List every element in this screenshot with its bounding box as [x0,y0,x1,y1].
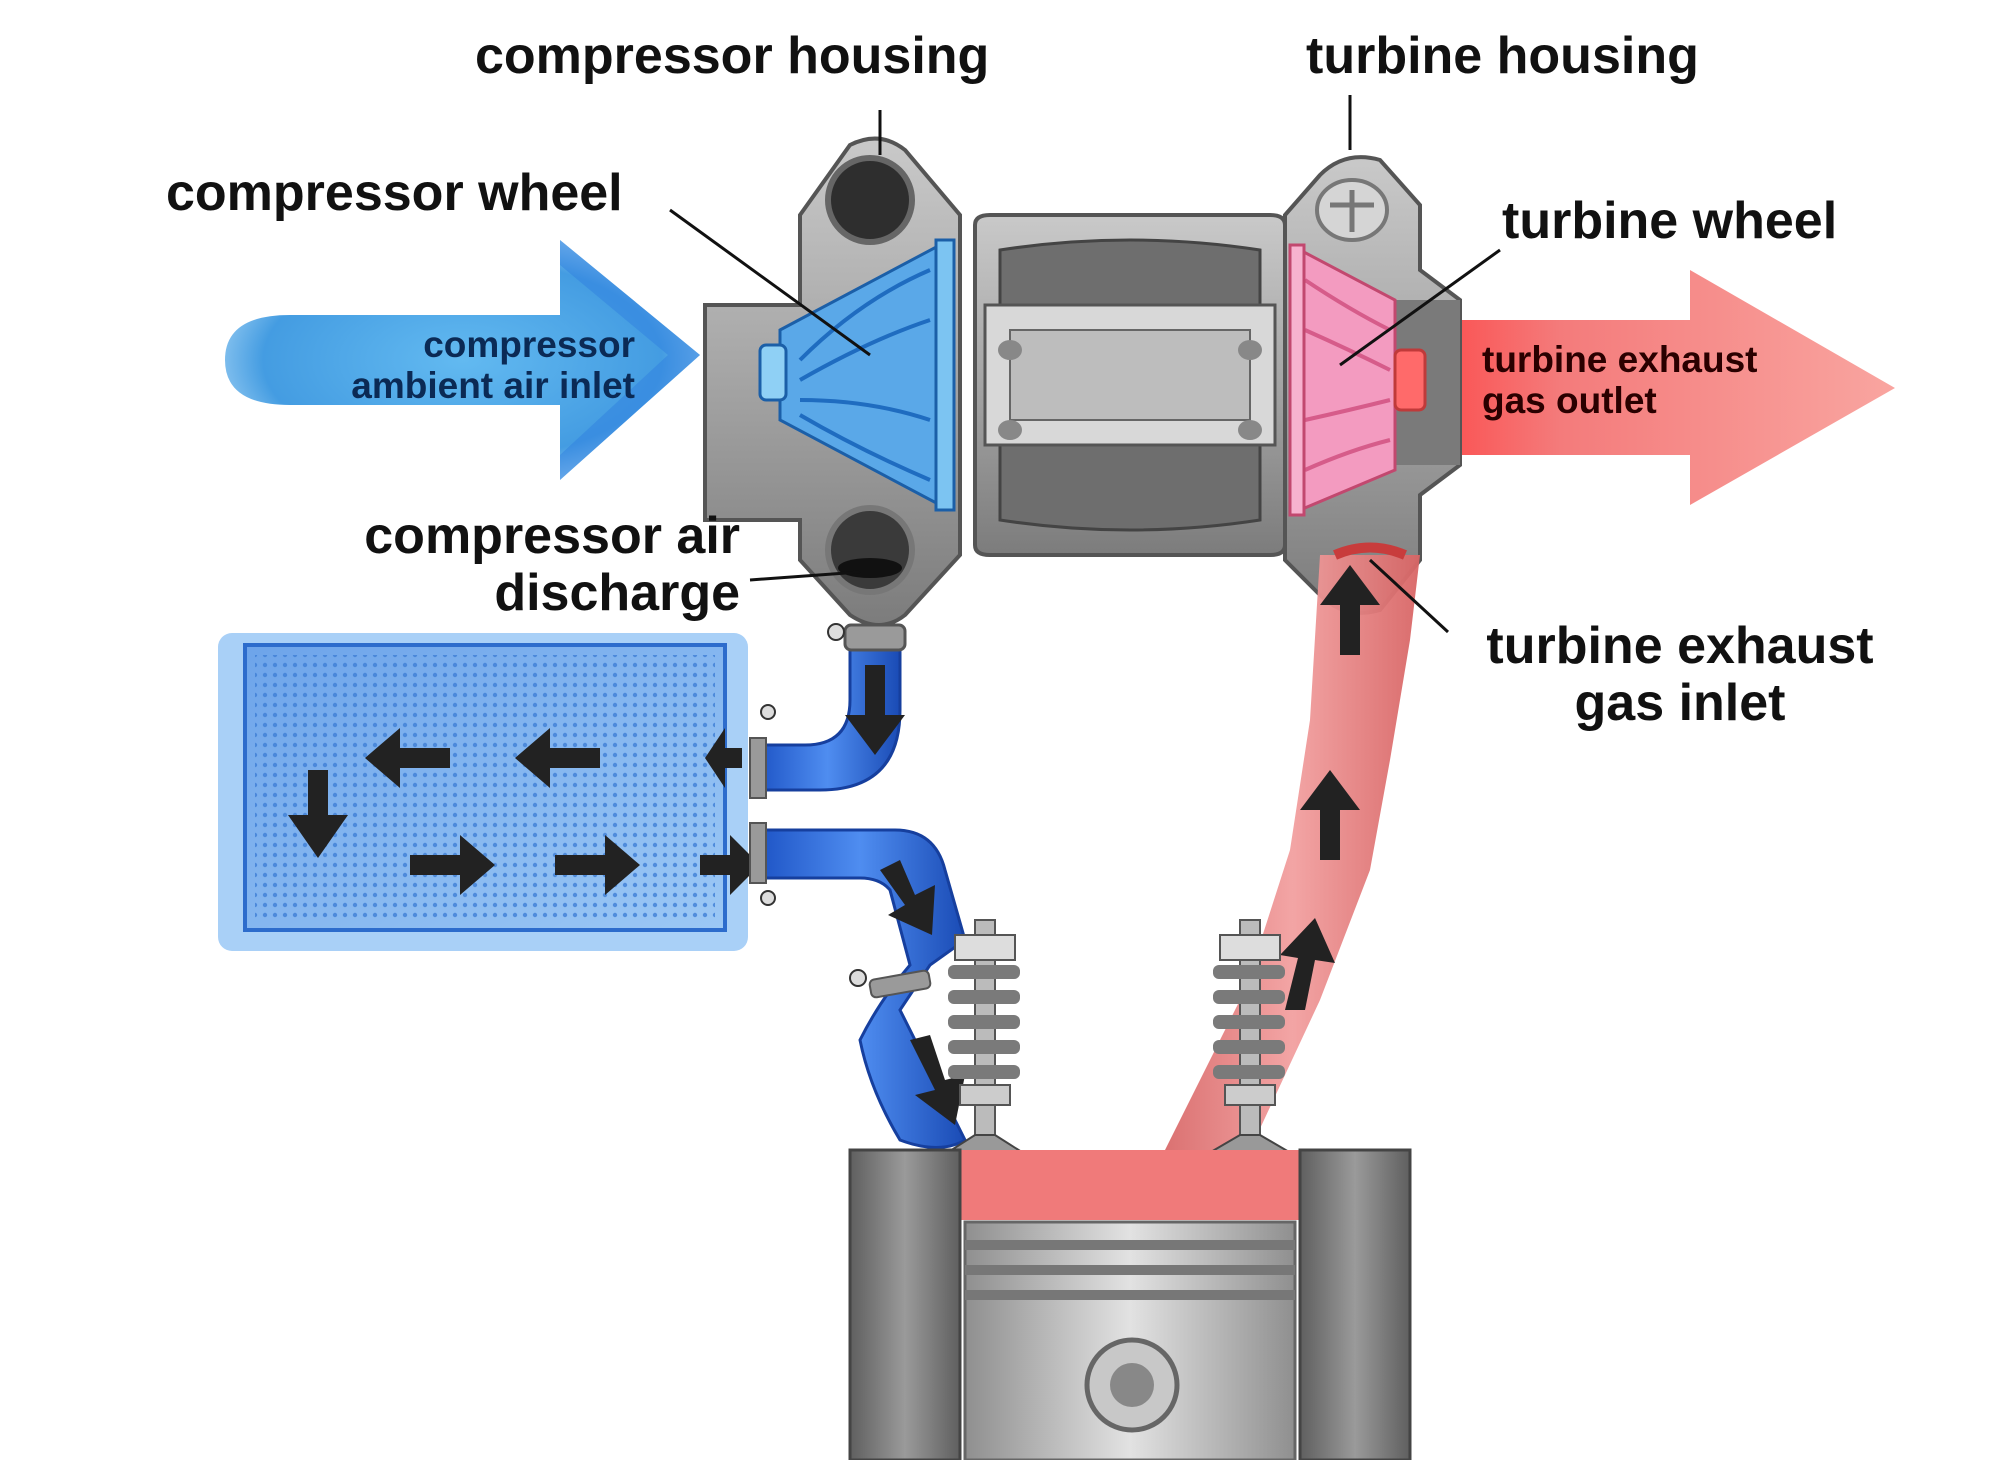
turbine-wheel [1288,243,1427,517]
bearing-housing [973,213,1287,557]
leader-lines [669,95,1501,634]
label-turbine-exhaust-gas-inlet-line1: turbine exhaust [1486,617,1874,675]
piston [963,1220,1297,1460]
label-compressor-housing: compressor housing [475,27,990,85]
label-exhaust-gas-outlet: turbine exhaust gas outlet [1482,339,1758,421]
label-turbine-housing: turbine housing [1306,27,1699,85]
label-turbine-wheel: turbine wheel [1502,192,1838,250]
exhaust-valve [1176,919,1324,1177]
label-compressor-air-discharge-line1: compressor air [364,507,740,565]
label-compressor-air-discharge: compressor air discharge [300,507,740,623]
label-ambient-air-inlet-line1: compressor [423,324,635,365]
label-compressor-wheel: compressor wheel [166,164,623,222]
compressor-discharge-pipe [749,623,907,799]
compressor-wheel [758,238,956,512]
label-turbine-exhaust-gas-inlet-line2: gas inlet [1574,674,1786,733]
intake-pipe [749,822,967,1149]
intercooler [218,633,748,951]
label-compressor-air-discharge-line2: discharge [494,564,740,623]
flow-arrows-intercooler [288,728,760,895]
ambient-air-inlet-arrow [225,240,700,480]
label-exhaust-gas-outlet-line1: turbine exhaust [1482,339,1758,380]
label-ambient-air-inlet: compressor ambient air inlet [290,324,635,406]
exhaust-gas-outlet-arrow [1380,270,1895,505]
label-ambient-air-inlet-line2: ambient air inlet [351,364,635,406]
label-turbine-exhaust-gas-inlet: turbine exhaust gas inlet [1450,617,1910,733]
exhaust-pipe [1165,542,1420,1150]
label-exhaust-gas-outlet-line2: gas outlet [1482,379,1657,421]
engine-cylinder [848,1148,1412,1460]
